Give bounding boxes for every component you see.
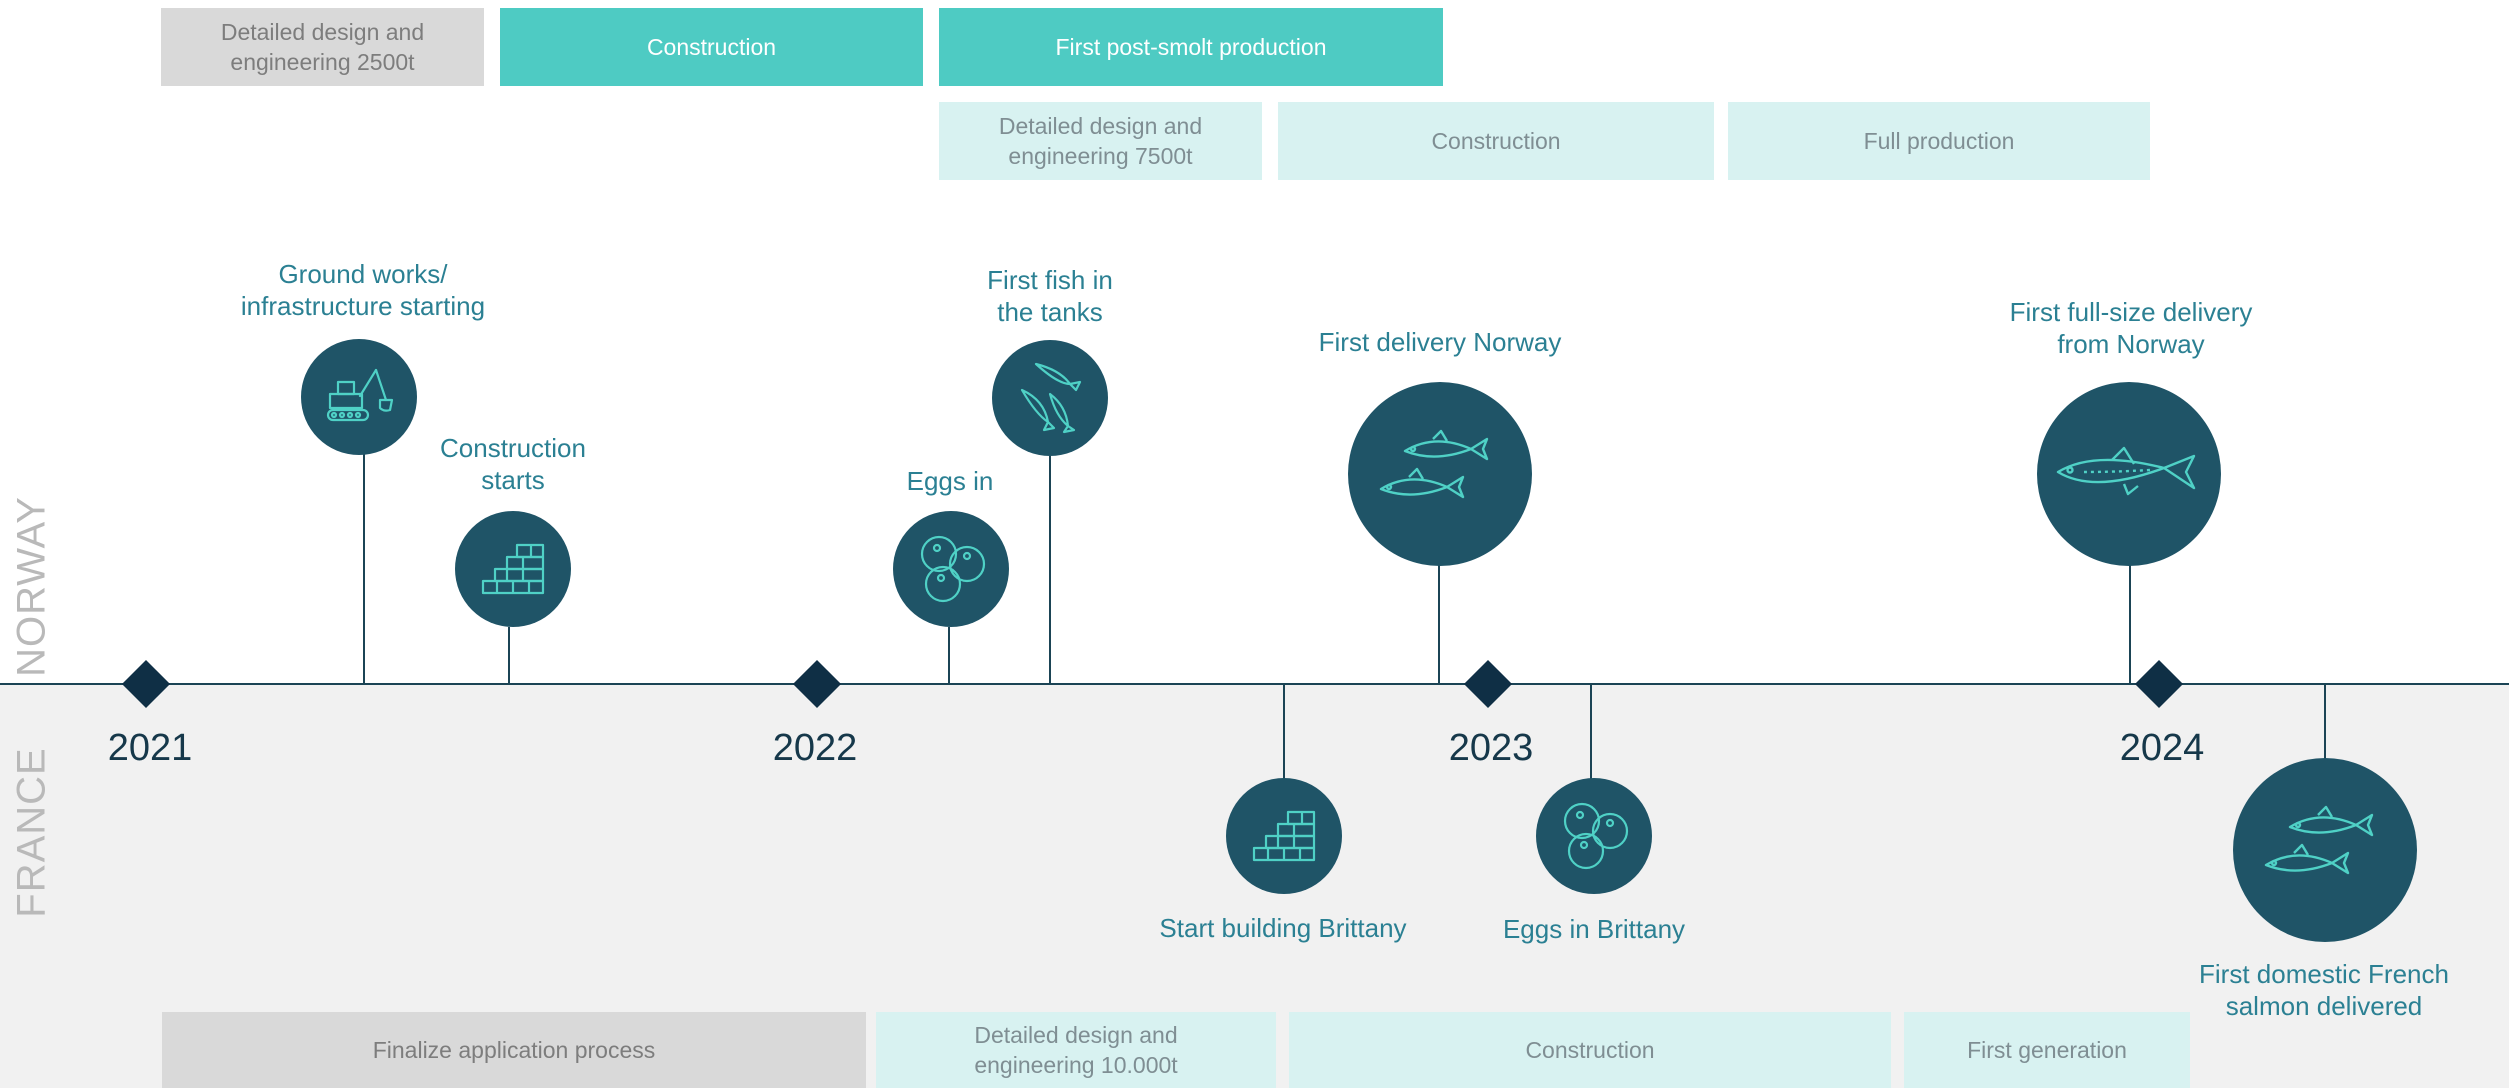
- milestone-label: First full-size delivery from Norway: [2009, 297, 2253, 359]
- phase-bar: Finalize application process: [162, 1012, 866, 1088]
- milestone-stem: [2324, 684, 2326, 760]
- phase-bar: Construction: [500, 8, 923, 86]
- phase-bar: Construction: [1278, 102, 1714, 180]
- fish-eggs-icon: [915, 532, 987, 607]
- phase-bar: First post-smolt production: [939, 8, 1443, 86]
- milestone-circle: [455, 511, 571, 627]
- milestone-label: Ground works/ infrastructure starting: [240, 259, 486, 321]
- milestone-circle: [1536, 778, 1652, 894]
- two-fish-icon: [2260, 803, 2390, 898]
- phase-bar: First generation: [1904, 1012, 2190, 1088]
- milestone-label: Construction starts: [440, 433, 586, 495]
- milestone-stem: [508, 627, 510, 684]
- salmon-icon: [2054, 442, 2204, 507]
- milestone-label: First fish in the tanks: [987, 265, 1113, 327]
- milestone-label: Eggs in Brittany: [1502, 914, 1686, 944]
- year-label: 2024: [2119, 727, 2205, 769]
- region-label-norway: NORWAY: [9, 496, 54, 677]
- fish-swimming-icon: [1014, 360, 1086, 437]
- phase-bar: Detailed design and engineering 10.000t: [876, 1012, 1276, 1088]
- year-label: 2022: [772, 727, 858, 769]
- excavator-icon: [324, 364, 394, 431]
- milestone-circle: [1226, 778, 1342, 894]
- year-label: 2023: [1448, 727, 1534, 769]
- phase-bar: Detailed design and engineering 2500t: [161, 8, 484, 86]
- milestone-stem: [1590, 684, 1592, 780]
- milestone-stem: [1049, 456, 1051, 684]
- milestone-stem: [1283, 684, 1285, 780]
- fish-eggs-icon: [1558, 799, 1630, 874]
- brick-wall-icon: [479, 537, 547, 602]
- milestone-circle: [1348, 382, 1532, 566]
- phase-bar: Construction: [1289, 1012, 1891, 1088]
- milestone-label: Start building Brittany: [1159, 913, 1407, 943]
- phase-bar: Full production: [1728, 102, 2150, 180]
- timeline-axis: [0, 683, 2509, 685]
- milestone-circle: [301, 339, 417, 455]
- milestone-circle: [893, 511, 1009, 627]
- milestone-label: First domestic French salmon delivered: [2199, 959, 2449, 1021]
- milestone-circle: [992, 340, 1108, 456]
- region-label-france: FRANCE: [9, 747, 54, 918]
- milestone-stem: [363, 454, 365, 684]
- two-fish-icon: [1375, 427, 1505, 522]
- brick-wall-icon: [1250, 804, 1318, 869]
- phase-bar: Detailed design and engineering 7500t: [939, 102, 1262, 180]
- milestone-stem: [948, 627, 950, 684]
- milestone-circle: [2037, 382, 2221, 566]
- milestone-label: First delivery Norway: [1318, 327, 1562, 357]
- milestone-circle: [2233, 758, 2417, 942]
- year-label: 2021: [107, 727, 193, 769]
- milestone-stem: [1438, 565, 1440, 684]
- milestone-label: Eggs in: [906, 466, 994, 496]
- milestone-stem: [2129, 565, 2131, 684]
